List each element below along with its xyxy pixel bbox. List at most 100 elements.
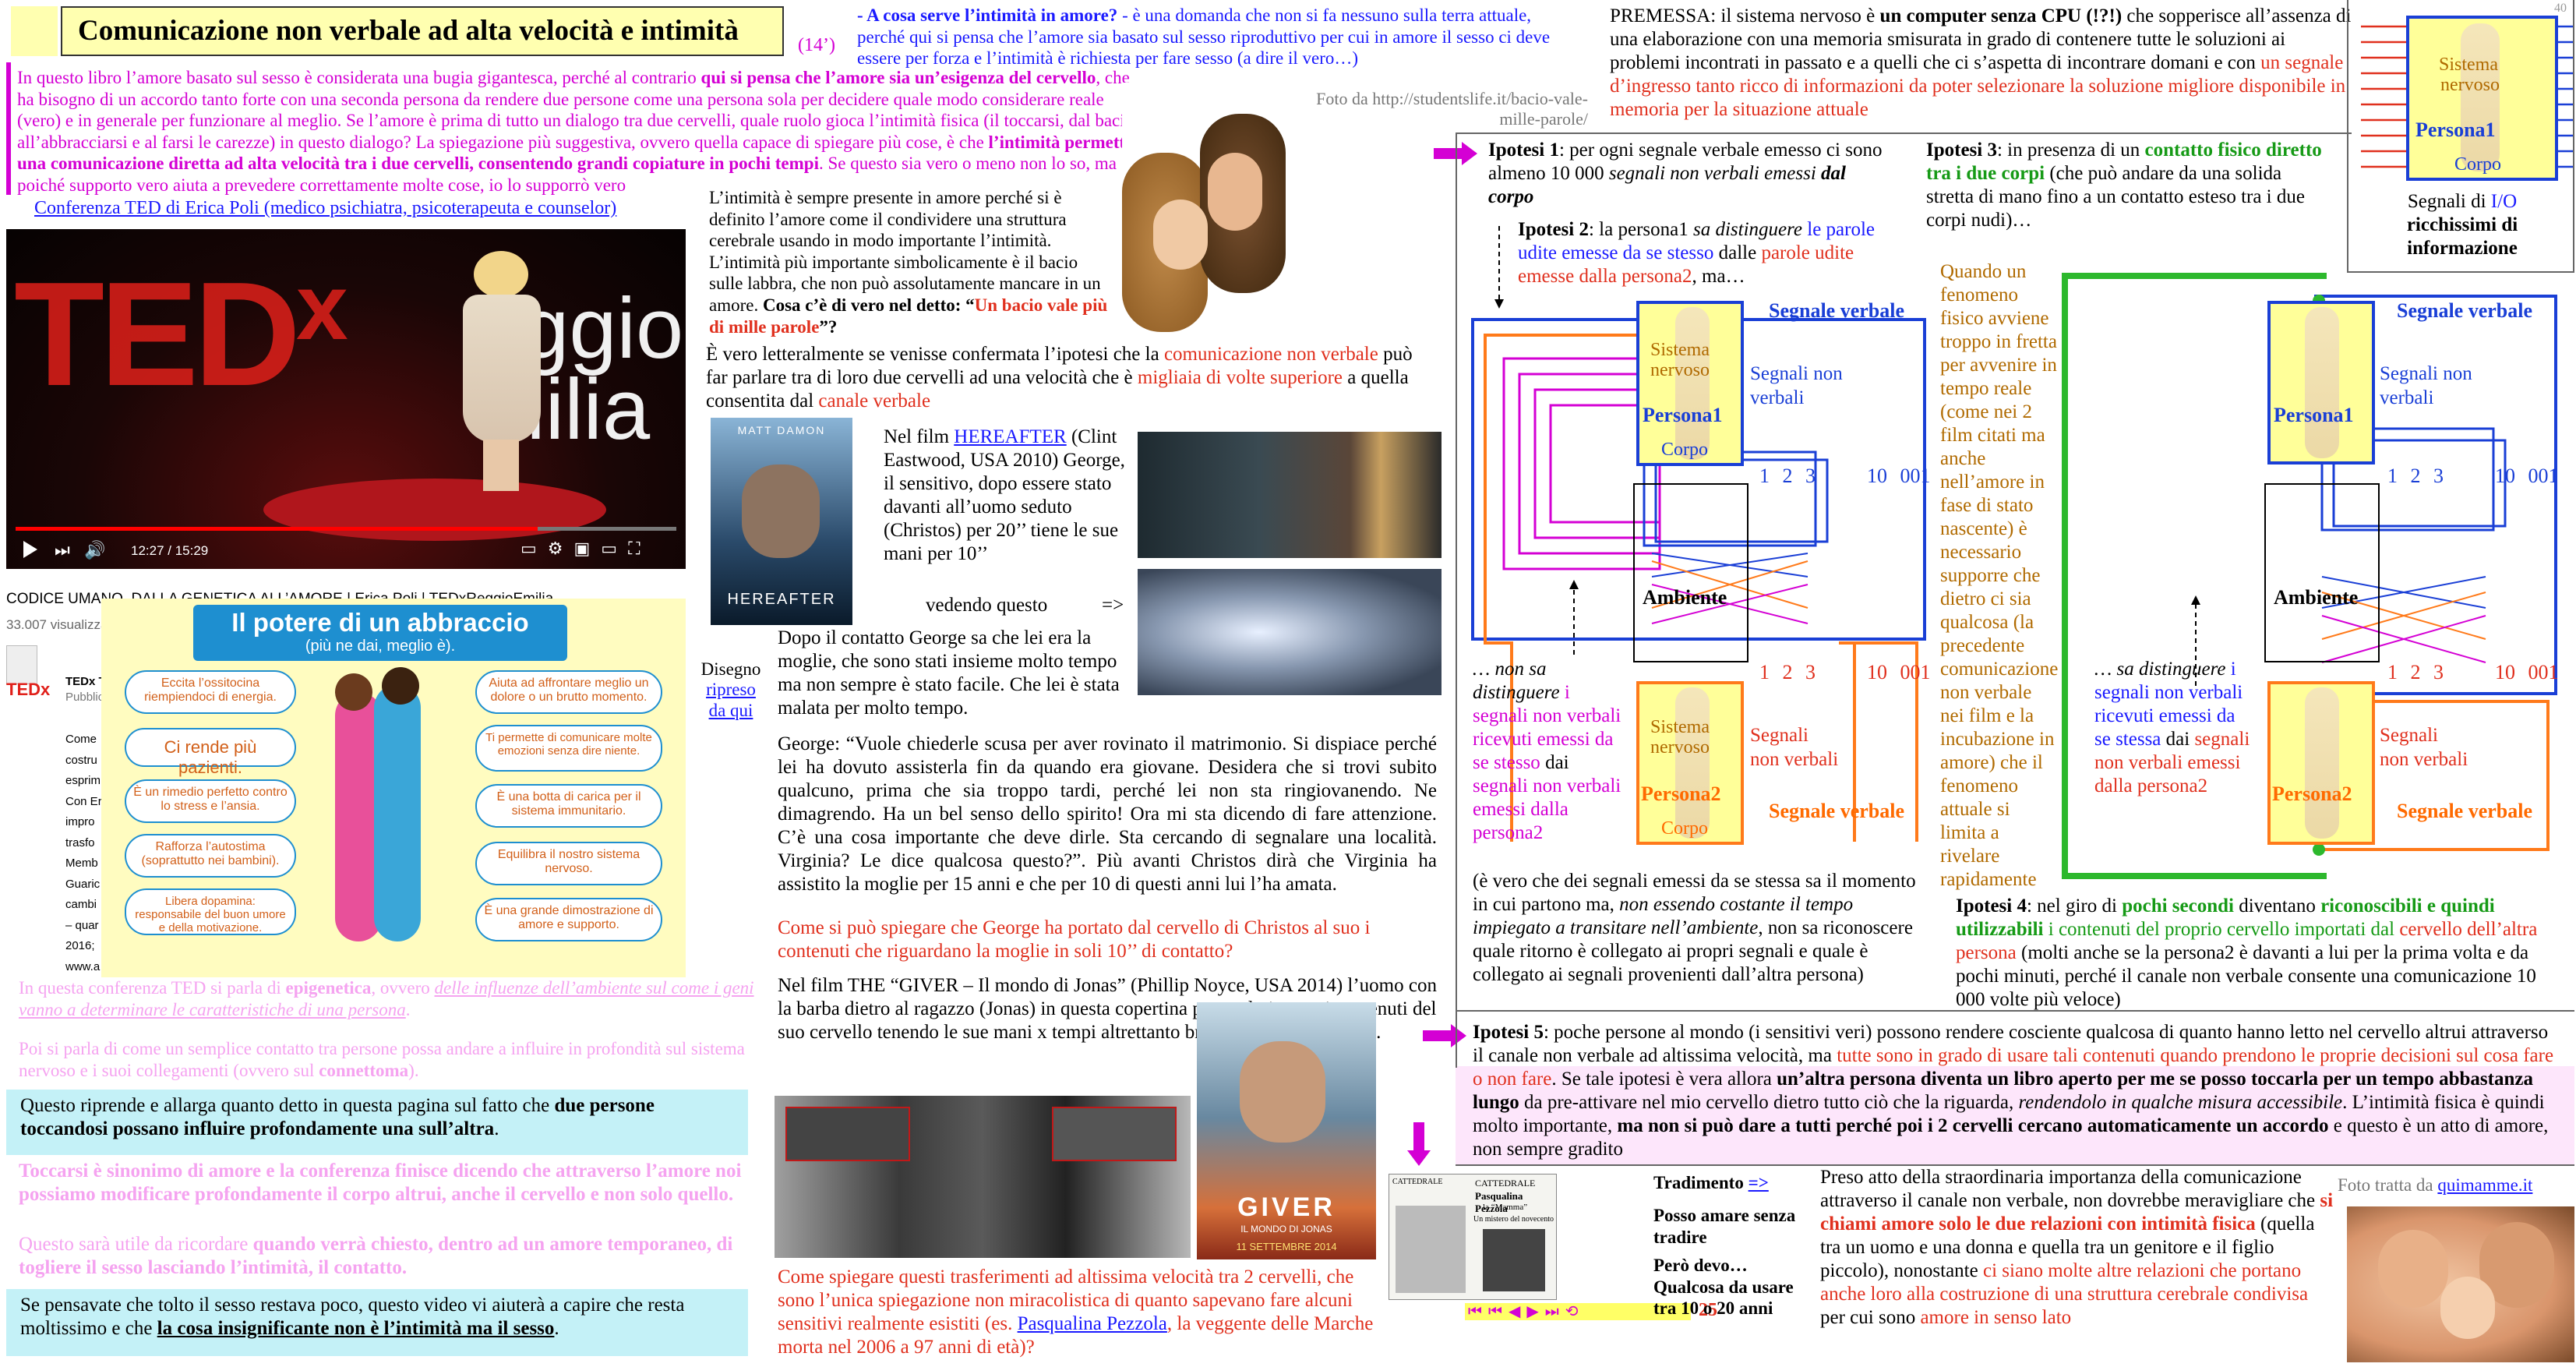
- family-head-1: [2378, 1230, 2448, 1308]
- right-orange-loop: [2314, 700, 2550, 851]
- io-persona1: Persona1: [2415, 118, 2496, 141]
- right-cross-6: [2321, 615, 2486, 663]
- p2-persona: Persona2: [1641, 782, 1721, 805]
- quimamme-link[interactable]: quimamme.it: [2437, 1175, 2533, 1195]
- right-blue-ch-1: [2320, 427, 2495, 532]
- abbraccio-right-4: Equilibra il nostro sistema nervoso.: [475, 842, 662, 885]
- p2-corpo: Corpo: [1661, 818, 1708, 839]
- divider-bottom: [1456, 1164, 2574, 1166]
- speaker-legs: [483, 440, 519, 491]
- disegno-link-2[interactable]: da qui: [708, 700, 753, 720]
- nav-icons[interactable]: ⏮⏮◀▶⏭⟲: [1468, 1302, 1585, 1320]
- ipotesi5-pink-bg: [1456, 1066, 2574, 1164]
- play-icon[interactable]: [23, 541, 37, 558]
- disegno-link[interactable]: ripreso: [706, 680, 756, 700]
- giver-face: [1240, 1041, 1325, 1143]
- premessa: PREMESSA: il sistema nervoso è un comput…: [1610, 5, 2352, 120]
- abbraccio-left-1: Eccita l’ossitocina riempiendoci di ener…: [125, 670, 296, 714]
- kiss-photo: [1122, 83, 1286, 338]
- video-progress-bar[interactable]: [16, 527, 676, 531]
- spine-left-1: [1675, 307, 1710, 460]
- dopo-text: Dopo il contatto George sa che lei era l…: [778, 627, 1120, 719]
- spine-right-1: [2305, 307, 2339, 458]
- title-box: [61, 6, 784, 56]
- numbers-top-left: 1 2 3 10 001: [1759, 464, 1931, 487]
- cyan-box-2: Se pensavate che tolto il sesso restava …: [6, 1289, 748, 1356]
- orange-top-right: [1839, 641, 1918, 842]
- epigenetica-text: In questa conferenza TED si parla di epi…: [19, 978, 754, 1019]
- spine-right-2: [2305, 687, 2339, 839]
- tradimento-col: Tradimento =>: [1653, 1173, 1769, 1192]
- book-cat-2: CATTEDRALE: [1475, 1178, 1536, 1189]
- toccarsi-text: Toccarsi è sinonimo di amore e la confer…: [19, 1160, 742, 1205]
- next-icon[interactable]: ⏭: [55, 541, 70, 560]
- numbers-bottom-left: 1 2 3 10 001: [1759, 661, 1931, 684]
- quando-text: Quando un fenomeno fisico avviene troppo…: [1940, 261, 2059, 890]
- p2-nervoso: nervoso: [1650, 737, 1710, 758]
- p2-sistema: Sistema: [1650, 717, 1710, 737]
- abbraccio-left-2: Ci rende più pazienti.: [125, 728, 296, 777]
- ipotesi4: Ipotesi 4: nel giro di pochi secondi div…: [1956, 895, 2538, 1010]
- tradimento-link[interactable]: =>: [1748, 1173, 1769, 1192]
- book-photo-2: [1483, 1229, 1545, 1291]
- video-controls-right[interactable]: ▭⚙▣▭⛶: [520, 539, 651, 559]
- ipotesi5: Ipotesi 5: poche persone al mondo (i sen…: [1473, 1022, 2554, 1160]
- p1-sistema: Sistema: [1650, 340, 1710, 360]
- verbal-loop-top: [1471, 318, 1652, 641]
- ted-conference-link[interactable]: Conferenza TED di Erica Poli (medico psi…: [34, 198, 617, 218]
- page-title: Comunicazione non verbale ad alta veloci…: [78, 15, 739, 47]
- question-lead: - A cosa serve l’intimità in amore?: [857, 5, 1118, 25]
- orange-loop: [1484, 334, 1652, 842]
- ambiente-box-left: [1633, 483, 1749, 662]
- io-frame: [2347, 0, 2574, 273]
- dash-arrow-4-head: [2191, 595, 2200, 605]
- green-contact-box: [2062, 273, 2327, 879]
- george-quote: George: “Vuole chiederle scusa per aver …: [778, 733, 1437, 895]
- speaker-dress: [463, 295, 541, 443]
- p1-nervoso: nervoso: [1650, 360, 1710, 380]
- ipotesi5-arrow: [1423, 1024, 1466, 1047]
- ted-video[interactable]: TEDx eggio milia ⏭ 🔊 12:27 / 15:29 ▭⚙▣▭⛶: [6, 229, 686, 569]
- right-verbal-loop: [2314, 295, 2557, 695]
- io-corpo: Corpo: [2454, 154, 2501, 175]
- utile-text: Questo sarà utile da ricordare quando ve…: [19, 1234, 733, 1278]
- dash-arrow-1-head: [1494, 299, 1504, 309]
- io-sistema: Sistema: [2439, 55, 2498, 75]
- pasqualina-link[interactable]: Pasqualina Pezzola: [1017, 1313, 1167, 1334]
- io-nervoso: nervoso: [2440, 75, 2500, 95]
- p1r-persona: Persona1: [2274, 404, 2354, 426]
- giver-poster-sub: IL MONDO DI JONAS: [1240, 1224, 1332, 1235]
- ted-stage-circle: [263, 479, 606, 541]
- ambiente-left: Ambiente: [1643, 586, 1727, 609]
- ambiente-box-right: [2264, 483, 2380, 662]
- verbal-loop-right: [1652, 318, 1926, 641]
- book-sub: la “Mamma”: [1483, 1203, 1528, 1212]
- doc-icon: [6, 645, 37, 684]
- title-gutter: [11, 6, 58, 56]
- giver-poster-title: GIVER: [1237, 1192, 1336, 1222]
- hug-figure-2: [374, 684, 421, 941]
- pero-text: Però devo… Qualcosa da usare tra 10 o 20…: [1653, 1256, 1794, 1319]
- question-text: - è una domanda che non si fa nessuno su…: [857, 5, 1551, 69]
- divider-5: [1456, 1010, 2574, 1012]
- ipotesi1: Ipotesi 1: per ogni segnale verbale emes…: [1488, 140, 1883, 207]
- nav-bar: [1465, 1303, 1691, 1320]
- volume-icon[interactable]: 🔊: [84, 541, 106, 560]
- cyan-box-1: Questo riprende e allarga quanto detto i…: [6, 1090, 748, 1155]
- book-sub2: Un mistero del novecento: [1473, 1215, 1554, 1224]
- book-photo-1: [1396, 1206, 1466, 1293]
- hereafter-link[interactable]: HEREAFTER: [954, 426, 1067, 447]
- abbraccio-title-bar: [193, 605, 567, 661]
- giver-still: [775, 1096, 1191, 1258]
- ipotesi1-arrow: [1434, 142, 1477, 165]
- numbers-bottom-right: 1 2 3 10 001: [2387, 661, 2559, 684]
- hereafter-poster-title: HEREAFTER: [727, 591, 836, 608]
- abbraccio-left-5: Libera dopamina: responsabile del buon u…: [125, 888, 296, 935]
- p1-corpo: Corpo: [1661, 440, 1708, 460]
- abbraccio-right-1: Aiuta ad affrontare meglio un dolore o u…: [475, 670, 662, 714]
- right-cross-2: [2321, 576, 2486, 609]
